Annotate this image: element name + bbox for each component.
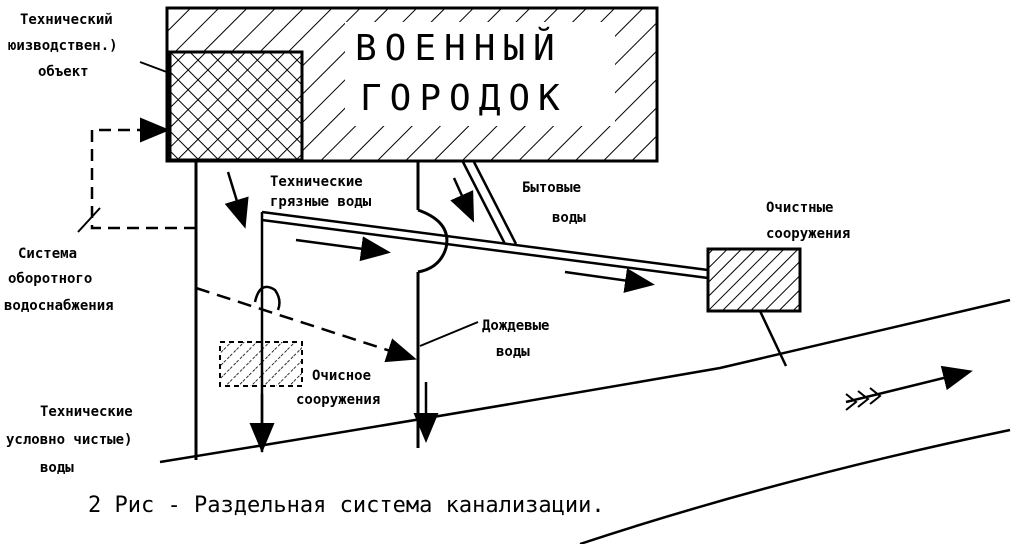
- arrow-4: [450, 177, 475, 223]
- local-treatment-block: [219, 341, 303, 387]
- svg-text:Бытовые: Бытовые: [522, 180, 581, 196]
- svg-text:Дождевые: Дождевые: [482, 318, 549, 334]
- svg-text:воды: воды: [40, 460, 74, 476]
- svg-text:воды: воды: [552, 210, 586, 226]
- dirty-water-pipe-top: [261, 210, 709, 272]
- svg-text:сооружения: сооружения: [766, 226, 850, 242]
- svg-text:Система: Система: [18, 246, 77, 262]
- river-flow-arrow: [845, 365, 973, 404]
- river-flow-tail: [845, 387, 882, 411]
- svg-text:Технический: Технический: [20, 12, 113, 28]
- household-pipe-right: [472, 161, 518, 245]
- label-local-treatment: Очисное сооружения: [296, 368, 380, 408]
- town-name-line1: ВОЕННЫЙ: [355, 27, 563, 69]
- arrow-1: [224, 171, 249, 229]
- treatment-outlet: [758, 310, 788, 367]
- recycling-leader: [77, 207, 101, 233]
- label-treatment-plant: Очистные сооружения: [766, 200, 850, 242]
- recycling-loop-line: [90, 117, 196, 230]
- arrow-2: [295, 236, 391, 262]
- svg-text:Очистные: Очистные: [766, 200, 833, 216]
- label-industrial-object: Технический юизводствен.) объект: [8, 12, 118, 80]
- dirty-water-pipe-bottom: [261, 218, 709, 280]
- svg-text:сооружения: сооружения: [296, 392, 380, 408]
- svg-text:воды: воды: [496, 344, 530, 360]
- svg-text:Технические: Технические: [40, 404, 133, 420]
- arrow-3: [564, 268, 655, 293]
- svg-text:грязные воды: грязные воды: [270, 194, 372, 210]
- rain-dashed-line: [195, 286, 417, 363]
- svg-text:Технические: Технические: [270, 174, 363, 190]
- label-dirty-water: Технические грязные воды: [270, 174, 372, 210]
- industrial-leader-line: [139, 61, 173, 75]
- right-channel-bulge: [417, 208, 449, 274]
- industrial-object-hatch: [168, 50, 304, 162]
- figure-caption: 2 Рис - Раздельная системa канализации.: [88, 493, 605, 518]
- middle-channel-loop: [253, 285, 281, 311]
- label-clean-water: Технические условно чистые) воды: [6, 404, 133, 476]
- label-rain-water: Дождевые воды: [482, 318, 549, 360]
- svg-text:оборотного: оборотного: [8, 271, 92, 287]
- riverbank-line: [579, 428, 1011, 544]
- town-label-bg: [345, 22, 615, 126]
- label-household-water: Бытовые воды: [522, 180, 586, 226]
- leader-rain: [419, 321, 479, 347]
- household-pipe-left: [461, 161, 507, 245]
- svg-text:юизводствен.): юизводствен.): [8, 38, 118, 54]
- treatment-plant-block: [706, 247, 802, 313]
- ground-line: [159, 298, 1011, 464]
- svg-text:Очисное: Очисное: [312, 368, 371, 384]
- svg-text:объект: объект: [38, 64, 89, 80]
- svg-text:условно чистые): условно чистые): [6, 432, 132, 448]
- label-recycling-system: Система оборотного водоснабжения: [4, 246, 114, 314]
- town-name-line2: ГОРОДОК: [360, 78, 568, 119]
- svg-text:водоснабжения: водоснабжения: [4, 298, 114, 314]
